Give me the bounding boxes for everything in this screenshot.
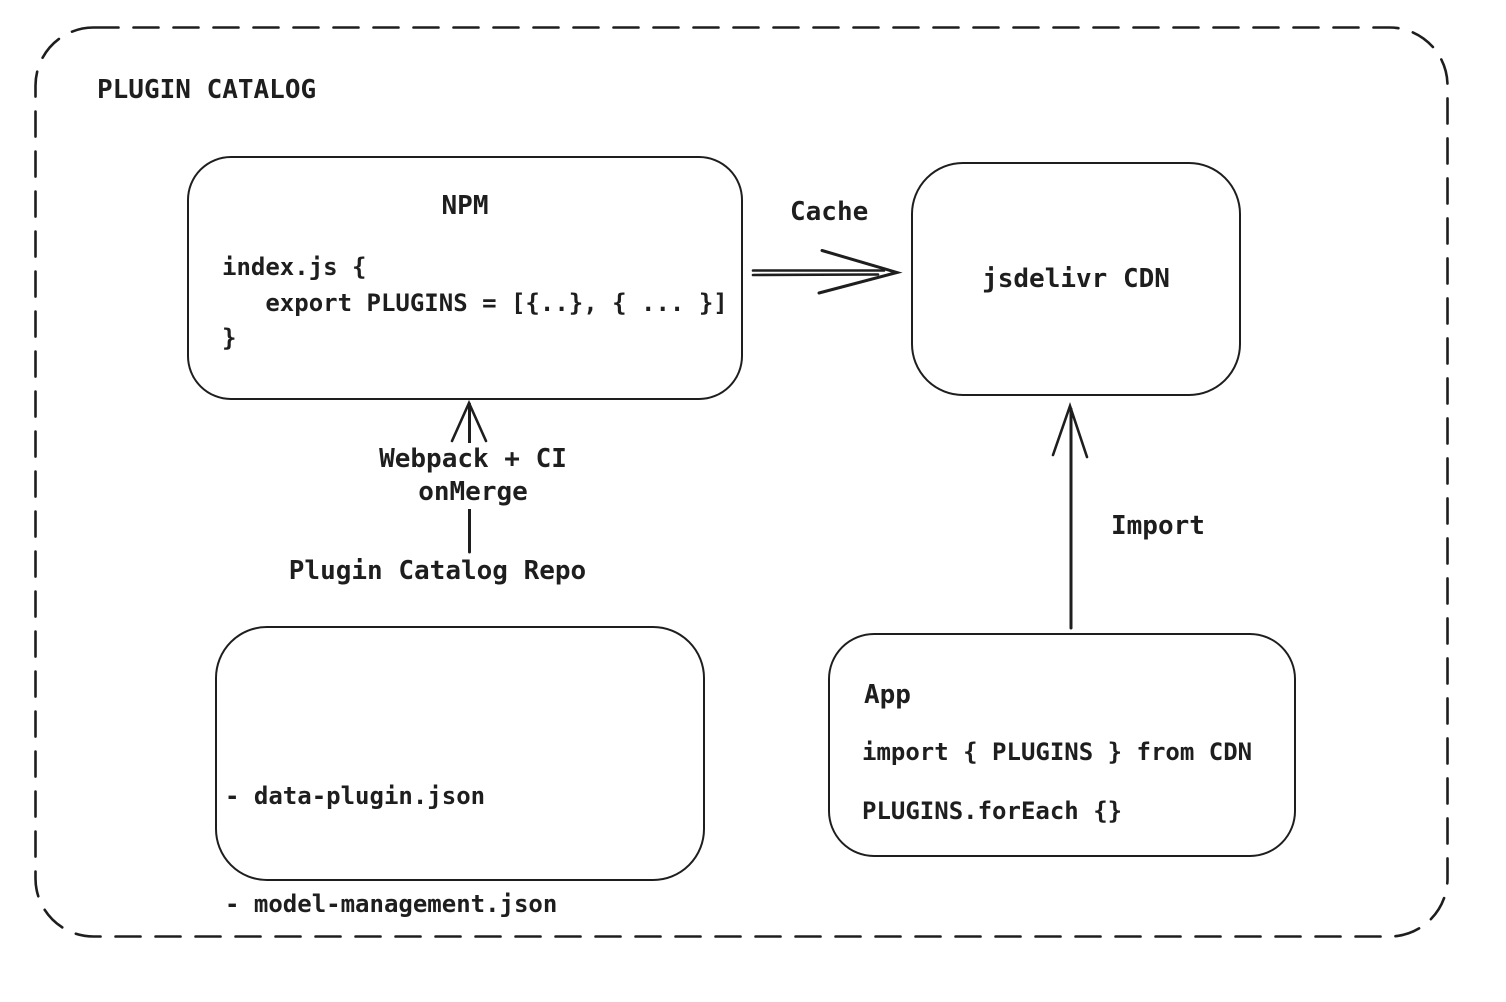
npm-title: NPM [441, 191, 489, 221]
npm-code: index.js { export PLUGINS = [{..}, { ...… [222, 253, 728, 352]
cdn-title: jsdelivr CDN [982, 263, 1170, 294]
cache-arrow-label: Cache [790, 197, 869, 227]
repo-item: ... [225, 994, 557, 1002]
app-title: App [864, 680, 911, 710]
npm-node: NPM index.js { export PLUGINS = [{..}, {… [187, 156, 743, 400]
plugin-catalog-frame-border [34, 26, 1449, 938]
repo-node: - data-plugin.json - model-management.js… [215, 626, 705, 1002]
plugin-catalog-title: PLUGIN CATALOG [97, 75, 317, 105]
repo-item: - model-management.json [225, 890, 558, 918]
build-arrow-label: Webpack + CI onMerge [352, 443, 594, 509]
app-node: App import { PLUGINS } from CDN PLUGINS.… [828, 633, 1296, 857]
import-arrow [1051, 401, 1089, 630]
app-code-line: import { PLUGINS } from CDN [862, 738, 1253, 766]
repo-label: Plugin Catalog Repo [288, 556, 587, 586]
app-code-line: PLUGINS.forEach {} [862, 797, 1123, 825]
import-arrow-label: Import [1111, 511, 1205, 541]
cdn-node: jsdelivr CDN [911, 162, 1241, 396]
repo-file-list: - data-plugin.json - model-management.js… [225, 706, 557, 1002]
cache-arrow [751, 249, 903, 295]
repo-item: - data-plugin.json [225, 782, 486, 810]
